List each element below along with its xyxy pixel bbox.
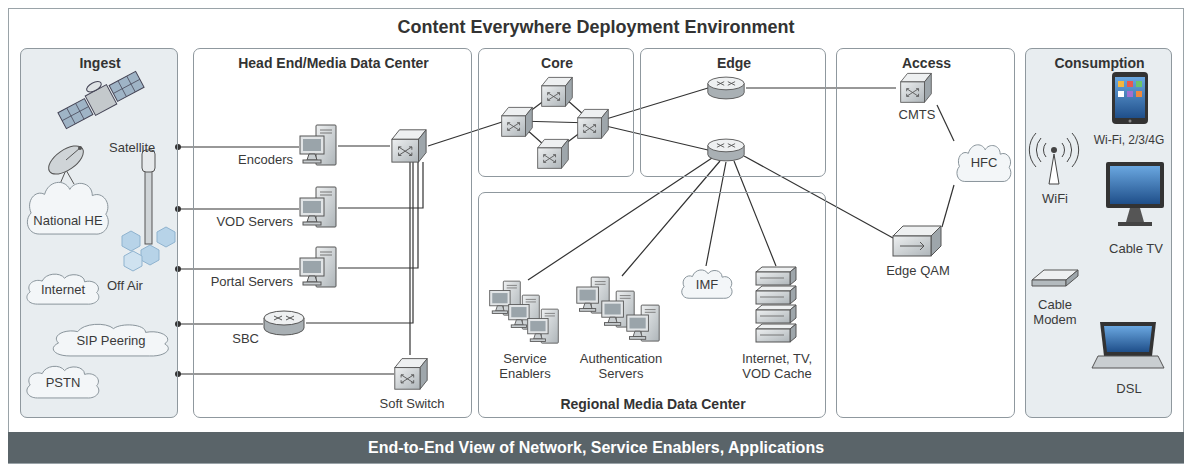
port-dot: [175, 321, 181, 327]
device-node: Satellite: [61, 77, 143, 125]
cloud-outline: [957, 145, 1011, 182]
frame: [9, 9, 1184, 464]
node-label: Satellite: [109, 140, 155, 155]
network-wires: [306, 88, 896, 355]
zone-panel: Edge: [640, 48, 826, 177]
link-stroke: [937, 105, 954, 141]
zone-heading: Edge: [717, 55, 751, 71]
node-label: Encoders: [238, 152, 293, 167]
satellite-icon: [53, 63, 145, 131]
zone-panel: Regional Media Data Center Service Enable…: [478, 192, 826, 418]
node-label: SBC: [232, 331, 259, 346]
node-label: SIP Peering: [76, 333, 145, 348]
diagram-caption: End-to-End View of Network, Service Enab…: [8, 438, 1184, 457]
device-node: Soft Switch: [394, 356, 430, 392]
cloud-outline: [27, 366, 99, 398]
link-line: [175, 321, 263, 327]
node-label: IMF: [696, 277, 718, 292]
node-label: Off Air: [107, 278, 143, 293]
zone-panel: Core: [478, 48, 634, 177]
network-cloud: IMF: [679, 267, 735, 301]
zone-heading: Access: [902, 55, 951, 71]
device-node: Off Air: [129, 151, 169, 247]
node-label: Portal Servers: [211, 274, 293, 289]
zone-panel: ConsumptionWiFi Wi-Fi, 2/3/4G Cable TV Cabl…: [1025, 48, 1172, 418]
node-label: Internet, TV, VOD Cache: [732, 351, 822, 381]
device-node: WiFi: [1037, 133, 1073, 185]
device-node: Service Enablers: [489, 281, 561, 347]
port-dot: [175, 206, 181, 212]
zone-panel: AccessCMTS HFC Edge QAM: [836, 48, 1015, 418]
tower-icon: [122, 150, 175, 271]
node-label: HFC: [971, 155, 998, 170]
device-node: Edge QAM: [894, 227, 942, 257]
zone-heading: Head End/Media Data Center: [238, 55, 429, 71]
device-node: Internet, TV, VOD Cache: [755, 267, 799, 345]
device-node: VOD Servers: [299, 187, 339, 231]
link-stroke: [178, 268, 299, 269]
node-label: Cable TV: [1109, 241, 1163, 256]
device-node: SBC: [263, 311, 307, 337]
link-stroke: [178, 323, 263, 324]
node-label: PSTN: [46, 375, 81, 390]
link-stroke: [178, 208, 299, 209]
port-dot: [175, 371, 181, 377]
link-stroke: [178, 146, 299, 147]
device-node: CMTS: [897, 73, 937, 105]
network-cloud: National HE: [23, 177, 113, 239]
link-line: [937, 105, 954, 141]
port-dot: [175, 266, 181, 272]
port-dot: [175, 144, 181, 150]
network-cloud: SIP Peering: [47, 321, 175, 359]
node-label: WiFi: [1042, 191, 1068, 206]
device-node: Wi-Fi, 2/3/4G: [1111, 73, 1151, 127]
node-label: Soft Switch: [379, 396, 444, 411]
node-label: Service Enablers: [487, 351, 563, 381]
cloud-outline: [53, 324, 168, 356]
device-node: DSL: [1093, 321, 1165, 371]
link-line: [942, 185, 954, 227]
node-label: Authentication Servers: [571, 351, 671, 381]
zone-heading: Core: [541, 55, 573, 71]
network-cloud: HFC: [954, 141, 1014, 185]
zone-panel: IngestSatelliteNational HEOff AirInterne…: [20, 48, 178, 418]
node-label: National HE: [33, 213, 102, 228]
zone-heading: Ingest: [79, 55, 120, 71]
cloud-outline: [27, 182, 108, 234]
node-label: VOD Servers: [216, 214, 293, 229]
node-label: DSL: [1116, 381, 1141, 396]
dish-icon: [44, 140, 88, 184]
node-label: Internet: [41, 282, 85, 297]
diagram-title: Content Everywhere Deployment Environmen…: [8, 16, 1184, 38]
cloud-shape: [23, 177, 113, 239]
cloud-outline: [27, 274, 99, 304]
link-stroke: [942, 185, 954, 227]
node-label: Cable Modem: [1023, 297, 1087, 327]
device-node: Encoders: [299, 125, 339, 169]
device-node: Authentication Servers: [576, 277, 666, 347]
device-node: Cable TV: [1105, 161, 1167, 229]
network-cloud: PSTN: [23, 363, 103, 401]
device-node: Cable Modem: [1031, 269, 1079, 289]
node-label: CMTS: [899, 107, 936, 122]
zone-heading: Regional Media Data Center: [560, 396, 745, 412]
link-line: [175, 371, 394, 377]
network-cloud: Internet: [23, 271, 103, 307]
link-stroke: [178, 373, 394, 374]
node-label: Edge QAM: [886, 263, 950, 278]
zone-heading: Consumption: [1054, 55, 1144, 71]
cloud-outline: [682, 270, 732, 298]
zone-panel: Head End/Media Data CenterEncodersVOD Se…: [193, 48, 472, 418]
node-label: Wi-Fi, 2/3/4G: [1094, 133, 1165, 148]
device-icons: [264, 73, 941, 389]
device-node: Portal Servers: [299, 247, 339, 291]
